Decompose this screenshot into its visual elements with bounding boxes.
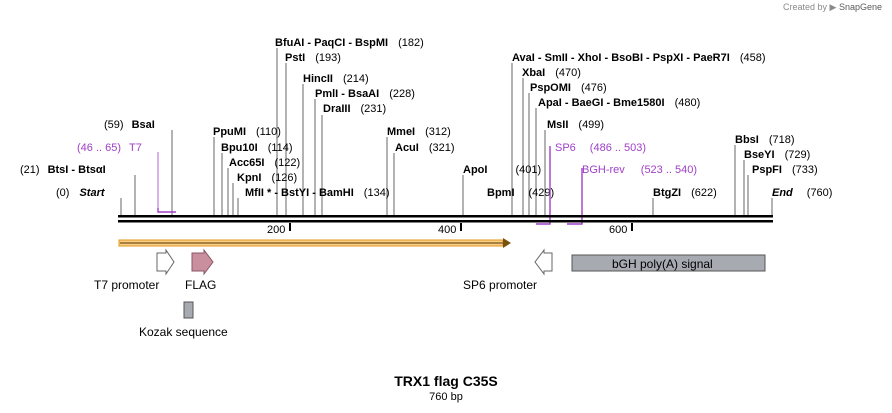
site-label-bpmi: BpmI(429)	[487, 187, 554, 199]
primer-mark-sp6	[536, 146, 551, 225]
kozak-box	[183, 301, 194, 319]
site-label-btgzi: BtgZI(622)	[653, 187, 717, 199]
primer-mark-t7	[157, 208, 176, 213]
ruler-label-600: 600	[609, 224, 627, 236]
site-label-btsi: (21)BtsI - BtsαI	[20, 164, 106, 176]
bgh-polya-box	[571, 254, 766, 272]
ruler-tick-200	[289, 223, 291, 231]
site-label-ppumi: PpuMI(110)	[213, 126, 281, 138]
ruler-label-200: 200	[267, 224, 285, 236]
site-label-mmei: MmeI(312)	[387, 126, 451, 138]
site-label-acc65i: Acc65I(122)	[229, 157, 300, 169]
primer-label-bgh-rev: BGH-rev(523 .. 540)	[582, 164, 697, 176]
site-label-bbsi: BbsI(718)	[735, 134, 795, 146]
flag-arrow-icon	[191, 248, 214, 276]
feature-label-sp6-promoter: SP6 promoter	[463, 278, 537, 292]
primer-marks	[157, 146, 583, 225]
site-label-end: End(760)	[772, 187, 832, 199]
site-label-pmli: PmlI - BsaAI(228)	[315, 88, 415, 100]
site-label-bseyi: BseYI(729)	[744, 149, 810, 161]
orf-arrow	[118, 238, 511, 248]
credit-prefix: Created by	[782, 2, 827, 12]
site-label-psti: PstI(193)	[285, 52, 341, 64]
site-label-apai: ApaI - BaeGI - Bme1580I(480)	[538, 97, 700, 109]
map-title: TRX1 flag C35S	[394, 373, 498, 389]
ruler: 200 400 600	[267, 223, 633, 236]
feature-label-bgh-polya: bGH poly(A) signal	[612, 257, 713, 271]
site-label-mfli: MfII * - BstYI - BamHI(134)	[245, 187, 389, 199]
ruler-tick-400	[460, 223, 462, 231]
site-label-pspomi: PspOMI(476)	[530, 82, 607, 94]
site-label-hincii: HincII(214)	[303, 73, 369, 85]
site-label-bsai: (59)BsaI	[104, 119, 155, 131]
site-label-kpni: KpnI(126)	[237, 172, 297, 184]
primer-mark-bgh-rev	[567, 168, 583, 225]
site-label-avai: AvaI - SmII - XhoI - BsoBI - PspXI - Pae…	[512, 52, 766, 64]
primer-labels: (46 .. 65)T7 SP6(486 .. 503) BGH-rev(523…	[77, 142, 697, 176]
site-label-draiii: DraIII(231)	[323, 103, 386, 115]
site-labels: BfuAI - PaqCI - BspMI(182) PstI(193) Hin…	[20, 37, 832, 199]
site-label-xbai: XbaI(470)	[522, 67, 581, 79]
feature-label-flag: FLAG	[185, 278, 216, 292]
credit-brand: SnapGene	[838, 2, 882, 12]
snapgene-credit: Created by ▶ SnapGene	[783, 2, 882, 13]
primer-label-sp6: SP6(486 .. 503)	[555, 142, 646, 154]
site-label-bfuai: BfuAI - PaqCI - BspMI(182)	[275, 37, 424, 49]
site-label-apoi: ApoI(401)	[463, 164, 541, 176]
feature-label-kozak: Kozak sequence	[139, 325, 228, 339]
feature-labels: T7 promoter FLAG Kozak sequence SP6 prom…	[94, 257, 713, 339]
dna-backbone	[118, 215, 773, 223]
feature-label-t7-promoter: T7 promoter	[94, 278, 159, 292]
site-label-pspfi: PspFI(733)	[752, 164, 818, 176]
primer-label-t7: (46 .. 65)T7	[77, 142, 142, 154]
ruler-tick-600	[631, 223, 633, 231]
site-label-acui: AcuI(321)	[395, 142, 455, 154]
sp6-promoter-arrow-icon	[534, 248, 553, 276]
site-label-start: (0)Start	[56, 187, 106, 199]
t7-promoter-arrow-icon	[156, 248, 175, 276]
ruler-label-400: 400	[438, 224, 456, 236]
site-label-bpu10i: Bpu10I(114)	[221, 142, 293, 154]
site-lines	[120, 48, 773, 215]
snapgene-logo-icon: ▶	[829, 2, 837, 12]
site-label-msii: MsII(499)	[547, 119, 604, 131]
map-length: 760 bp	[429, 391, 463, 403]
